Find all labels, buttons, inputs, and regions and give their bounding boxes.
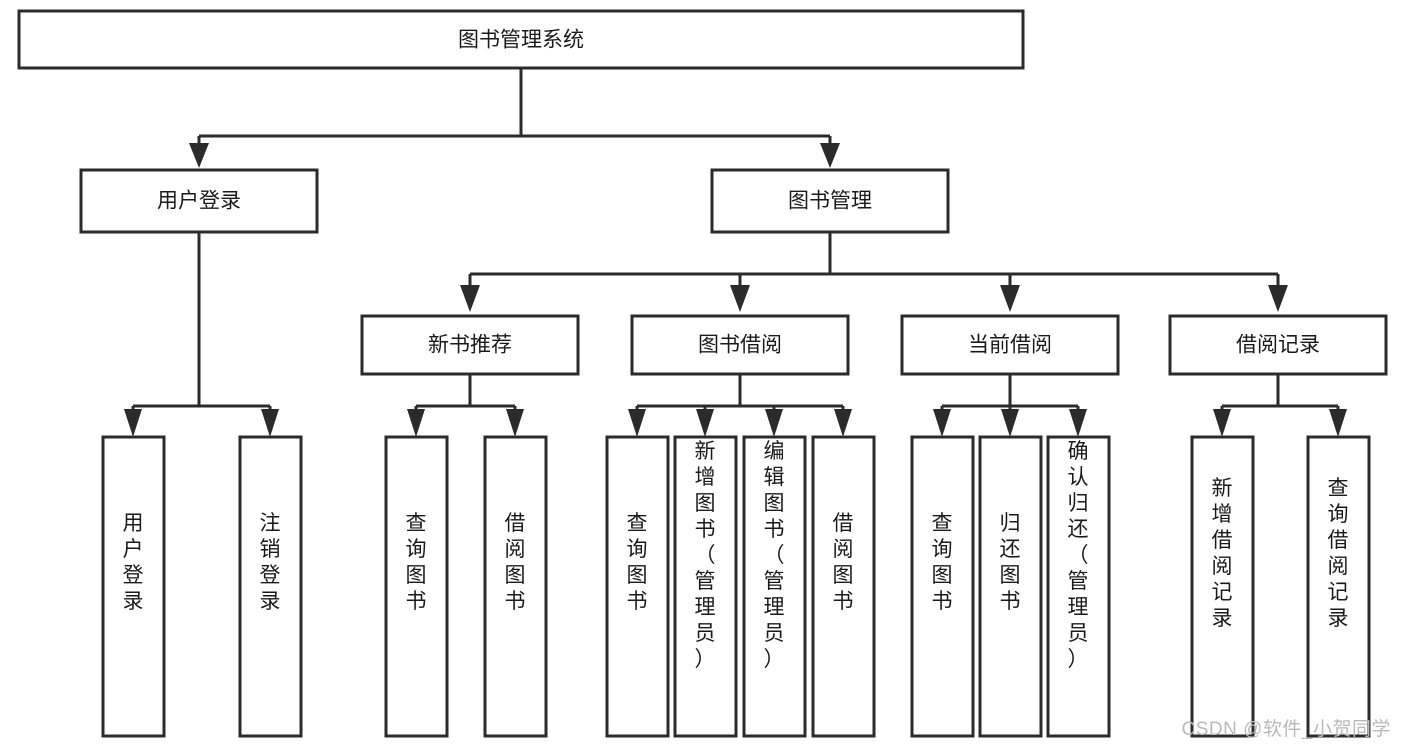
- leaf-box-return-book[interactable]: [978, 435, 1043, 738]
- leaf-box-edit-book[interactable]: [742, 435, 807, 738]
- arrowhead-icon: [460, 285, 480, 312]
- arrowhead-icon: [1213, 409, 1231, 437]
- node-book-management[interactable]: 图书管理: [710, 168, 950, 234]
- leaf-box-add-book[interactable]: [673, 435, 738, 738]
- arrowhead-icon: [1001, 409, 1019, 437]
- leaf-label-query-book-1: 查询图书: [406, 512, 427, 613]
- leaf-node[interactable]: 新增图书（管理员）: [673, 435, 738, 738]
- leaf-box-confirm-return[interactable]: [1046, 435, 1111, 738]
- arrowhead-icon: [820, 143, 840, 168]
- leaf-label-add-record: 新增借阅记录: [1212, 477, 1233, 630]
- leaf-box-query-book-2[interactable]: [605, 435, 670, 738]
- node-book-management-label: 图书管理: [788, 190, 872, 213]
- leaf-node[interactable]: 用户登录: [101, 435, 166, 738]
- arrowhead-icon: [1329, 409, 1347, 437]
- leaf-label-query-book-3: 查询图书: [932, 512, 953, 613]
- connector-root-to-level2: [197, 68, 832, 158]
- connector-newbook-to-leaves: [414, 374, 517, 425]
- leaf-node[interactable]: 查询图书: [605, 435, 670, 738]
- leaf-box-borrow-book-1[interactable]: [483, 435, 548, 738]
- leaf-box-borrow-book-2[interactable]: [811, 435, 876, 738]
- arrowhead-icon: [628, 409, 646, 437]
- node-user-login-label: 用户登录: [157, 190, 241, 213]
- leaf-node[interactable]: 借阅图书: [483, 435, 548, 738]
- node-new-book-recommend[interactable]: 新书推荐: [360, 314, 580, 376]
- leaf-node[interactable]: 查询借阅记录: [1306, 435, 1371, 738]
- connector-userlogin-to-leaves: [131, 232, 272, 425]
- node-borrow-record[interactable]: 借阅记录: [1168, 314, 1388, 376]
- leaf-label-borrow-book-1: 借阅图书: [505, 512, 526, 613]
- node-book-borrow-box[interactable]: [630, 314, 850, 376]
- node-root-label: 图书管理系统: [458, 29, 584, 52]
- node-user-login-box[interactable]: [79, 168, 319, 234]
- arrowhead-icon: [407, 409, 425, 437]
- leaf-label-return-book: 归还图书: [1000, 512, 1021, 613]
- leaf-box-add-record[interactable]: [1190, 435, 1255, 738]
- connector-borrow-to-leaves: [635, 374, 845, 425]
- node-current-borrow-label: 当前借阅: [968, 334, 1052, 357]
- arrowhead-icon: [765, 409, 783, 437]
- watermark-text: CSDN @软件_小贺同学: [1181, 719, 1391, 740]
- leaf-node[interactable]: 借阅图书: [811, 435, 876, 738]
- arrowhead-icon: [124, 409, 142, 437]
- leaf-node[interactable]: 查询图书: [910, 435, 975, 738]
- arrowhead-icon: [933, 409, 951, 437]
- leaf-node[interactable]: 归还图书: [978, 435, 1043, 738]
- leaf-label-add-book: 新增图书（管理员）: [695, 440, 716, 671]
- arrowhead-icon: [189, 143, 209, 168]
- leaf-label-query-record: 查询借阅记录: [1328, 477, 1349, 630]
- node-current-borrow-box[interactable]: [900, 314, 1120, 376]
- leaf-box-logout[interactable]: [238, 435, 303, 738]
- leaf-label-edit-book: 编辑图书（管理员）: [764, 440, 785, 671]
- leaf-label-query-book-2: 查询图书: [627, 512, 648, 613]
- node-current-borrow[interactable]: 当前借阅: [900, 314, 1120, 376]
- arrowhead-icon: [1268, 285, 1288, 312]
- leaf-label-confirm-return: 确认归还（管理员）: [1068, 440, 1089, 671]
- node-root-box[interactable]: [17, 9, 1025, 70]
- node-borrow-record-label: 借阅记录: [1236, 334, 1320, 357]
- leaf-node[interactable]: 注销登录: [238, 435, 303, 738]
- connector-bookmgmt-to-level3: [468, 232, 1280, 300]
- leaf-label-user-login: 用户登录: [123, 512, 144, 613]
- node-book-borrow-label: 图书借阅: [698, 334, 782, 357]
- leaf-node[interactable]: 查询图书: [384, 435, 449, 738]
- leaf-box-query-book-3[interactable]: [910, 435, 975, 738]
- connector-record-to-leaves: [1220, 374, 1340, 425]
- node-new-book-recommend-box[interactable]: [360, 314, 580, 376]
- arrowhead-icon: [261, 409, 279, 437]
- arrowhead-icon: [1000, 285, 1020, 312]
- arrowhead-icon: [1069, 409, 1087, 437]
- arrowhead-icon: [834, 409, 852, 437]
- node-user-login[interactable]: 用户登录: [79, 168, 319, 234]
- leaf-label-logout: 注销登录: [260, 512, 281, 613]
- node-borrow-record-box[interactable]: [1168, 314, 1388, 376]
- leaf-box-query-book-1[interactable]: [384, 435, 449, 738]
- leaf-node[interactable]: 编辑图书（管理员）: [742, 435, 807, 738]
- arrowhead-icon: [696, 409, 714, 437]
- node-root-system[interactable]: 图书管理系统: [17, 9, 1025, 70]
- node-book-management-box[interactable]: [710, 168, 950, 234]
- node-new-book-recommend-label: 新书推荐: [428, 334, 512, 357]
- leaf-box-query-record[interactable]: [1306, 435, 1371, 738]
- arrowhead-icon: [506, 409, 524, 437]
- leaf-node[interactable]: 确认归还（管理员）: [1046, 435, 1111, 738]
- arrowhead-icon: [730, 285, 750, 312]
- node-book-borrow[interactable]: 图书借阅: [630, 314, 850, 376]
- leaf-label-borrow-book-2: 借阅图书: [833, 512, 854, 613]
- leaf-box-user-login[interactable]: [101, 435, 166, 738]
- arrow-heads: [124, 143, 1347, 437]
- leaf-node[interactable]: 新增借阅记录: [1190, 435, 1255, 738]
